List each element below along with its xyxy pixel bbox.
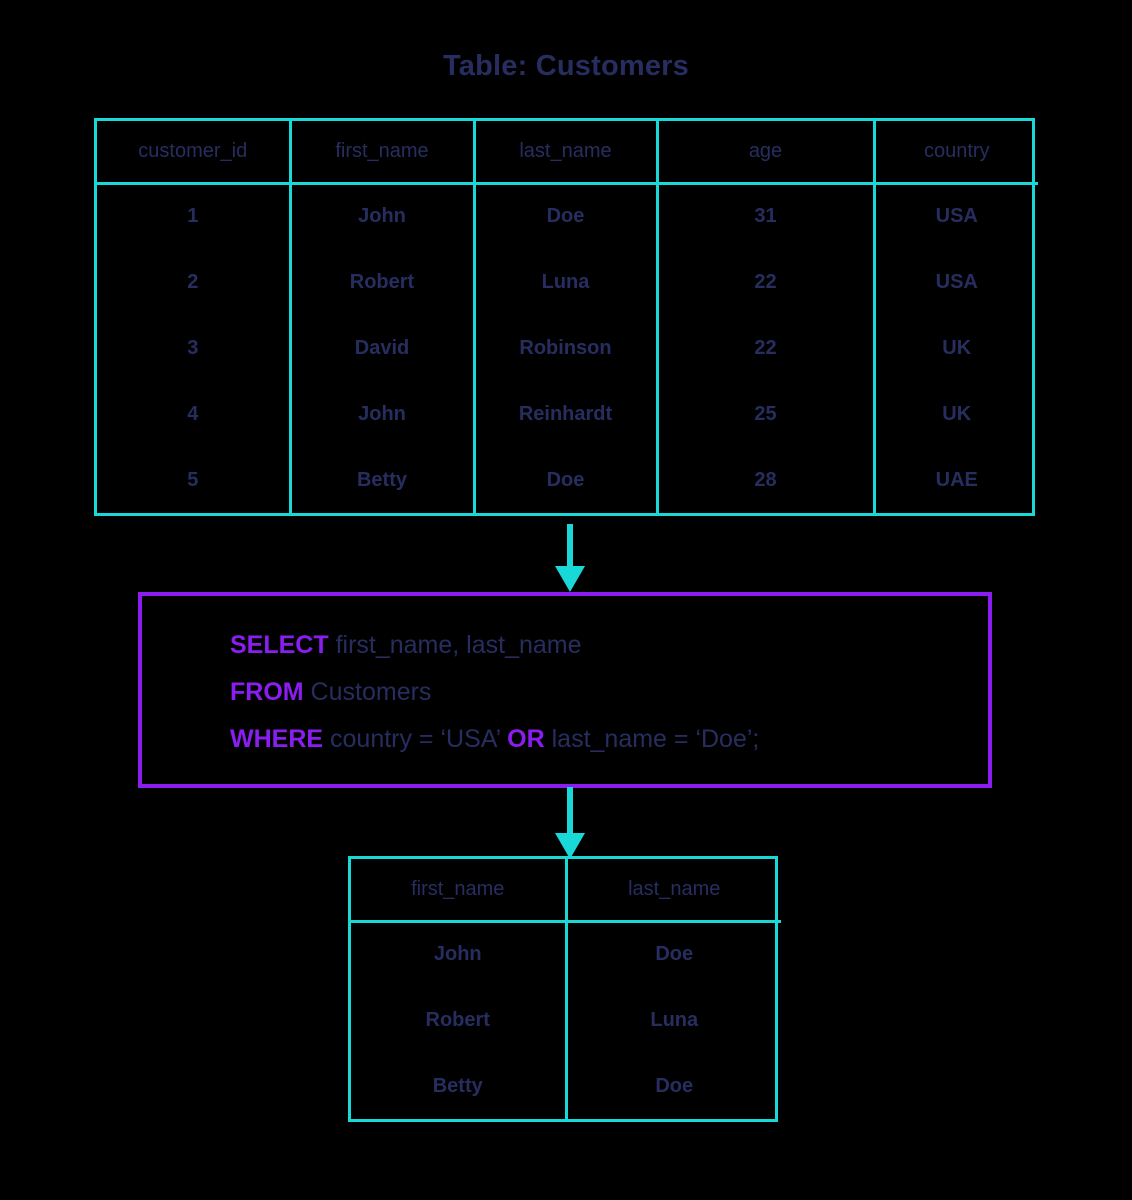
- column-header-first-name: first_name: [290, 121, 476, 185]
- sql-query-text: SELECT first_name, last_name FROM Custom…: [230, 622, 978, 763]
- cell-age: 22: [657, 315, 876, 381]
- arrow-head: [555, 566, 585, 592]
- cell-first-name: Robert: [290, 249, 476, 315]
- cell-age: 25: [657, 381, 876, 447]
- cell-age: 22: [657, 249, 876, 315]
- query-line-select: SELECT first_name, last_name: [230, 622, 978, 669]
- cell-country: USA: [935, 205, 978, 228]
- table-row: Betty Doe: [351, 1053, 781, 1119]
- column-header-customer-id: customer_id: [97, 121, 292, 185]
- column-header-last-name: last_name: [474, 121, 659, 185]
- result-cell-last-name: Doe: [655, 943, 694, 966]
- cell-last-name: Doe: [474, 183, 659, 249]
- keyword-where: WHERE: [230, 725, 324, 753]
- table-row: 3 David Robinson 22 UK: [97, 315, 1038, 381]
- query-where-condition-1: country = ‘USA’: [323, 725, 508, 753]
- result-cell-last-name: Doe: [655, 1074, 694, 1097]
- cell-customer-id: 1: [97, 183, 292, 249]
- page-title: Table: Customers: [443, 50, 689, 82]
- cell-country: USA: [935, 270, 978, 293]
- result-cell-last-name: Luna: [650, 1008, 699, 1031]
- keyword-select: SELECT: [230, 631, 329, 659]
- sql-query-box: SELECT first_name, last_name FROM Custom…: [138, 592, 992, 788]
- result-header-row: first_name last_name: [351, 859, 781, 923]
- table-header-row: customer_id first_name last_name age cou…: [97, 121, 1038, 185]
- result-cell-first-name: Robert: [351, 987, 568, 1053]
- table-row: John Doe: [351, 921, 781, 987]
- cell-first-name: Betty: [290, 447, 476, 513]
- cell-last-name: Reinhardt: [474, 381, 659, 447]
- result-cell-first-name: John: [351, 921, 568, 987]
- cell-first-name: David: [290, 315, 476, 381]
- column-header-age: age: [657, 121, 876, 185]
- arrow-shaft: [567, 787, 573, 837]
- table-row: 5 Betty Doe 28 UAE: [97, 447, 1038, 513]
- table-row: Robert Luna: [351, 987, 781, 1053]
- cell-customer-id: 2: [97, 249, 292, 315]
- table-row: 1 John Doe 31 USA: [97, 183, 1038, 249]
- table-row: 4 John Reinhardt 25 UK: [97, 381, 1038, 447]
- cell-first-name: John: [290, 183, 476, 249]
- result-column-header-first-name: first_name: [351, 859, 568, 923]
- arrow-head: [555, 833, 585, 859]
- cell-customer-id: 5: [97, 447, 292, 513]
- query-from-table: Customers: [303, 678, 432, 706]
- keyword-from: FROM: [230, 678, 304, 706]
- result-cell-first-name: Betty: [351, 1053, 568, 1119]
- cell-country: UAE: [935, 468, 978, 491]
- cell-last-name: Luna: [474, 249, 659, 315]
- cell-country: UK: [942, 402, 972, 425]
- cell-customer-id: 3: [97, 315, 292, 381]
- table-row: 2 Robert Luna 22 USA: [97, 249, 1038, 315]
- keyword-or: OR: [507, 725, 545, 753]
- column-header-country: country: [874, 121, 1038, 185]
- result-column-header-last-name: last_name: [566, 859, 781, 923]
- query-select-columns: first_name, last_name: [328, 631, 582, 659]
- cell-customer-id: 4: [97, 381, 292, 447]
- source-table: customer_id first_name last_name age cou…: [94, 118, 1038, 516]
- cell-country: UK: [942, 336, 972, 359]
- cell-last-name: Doe: [474, 447, 659, 513]
- cell-age: 28: [657, 447, 876, 513]
- down-arrow-icon: [555, 524, 585, 592]
- cell-age: 31: [657, 183, 876, 249]
- result-table: first_name last_name John Doe Robert Lun…: [348, 856, 781, 1122]
- query-where-condition-2: last_name = ‘Doe’;: [544, 725, 760, 753]
- cell-first-name: John: [290, 381, 476, 447]
- cell-last-name: Robinson: [474, 315, 659, 381]
- down-arrow-icon: [555, 787, 585, 859]
- query-line-where: WHERE country = ‘USA’ OR last_name = ‘Do…: [230, 716, 978, 763]
- query-line-from: FROM Customers: [230, 669, 978, 716]
- arrow-shaft: [567, 524, 573, 570]
